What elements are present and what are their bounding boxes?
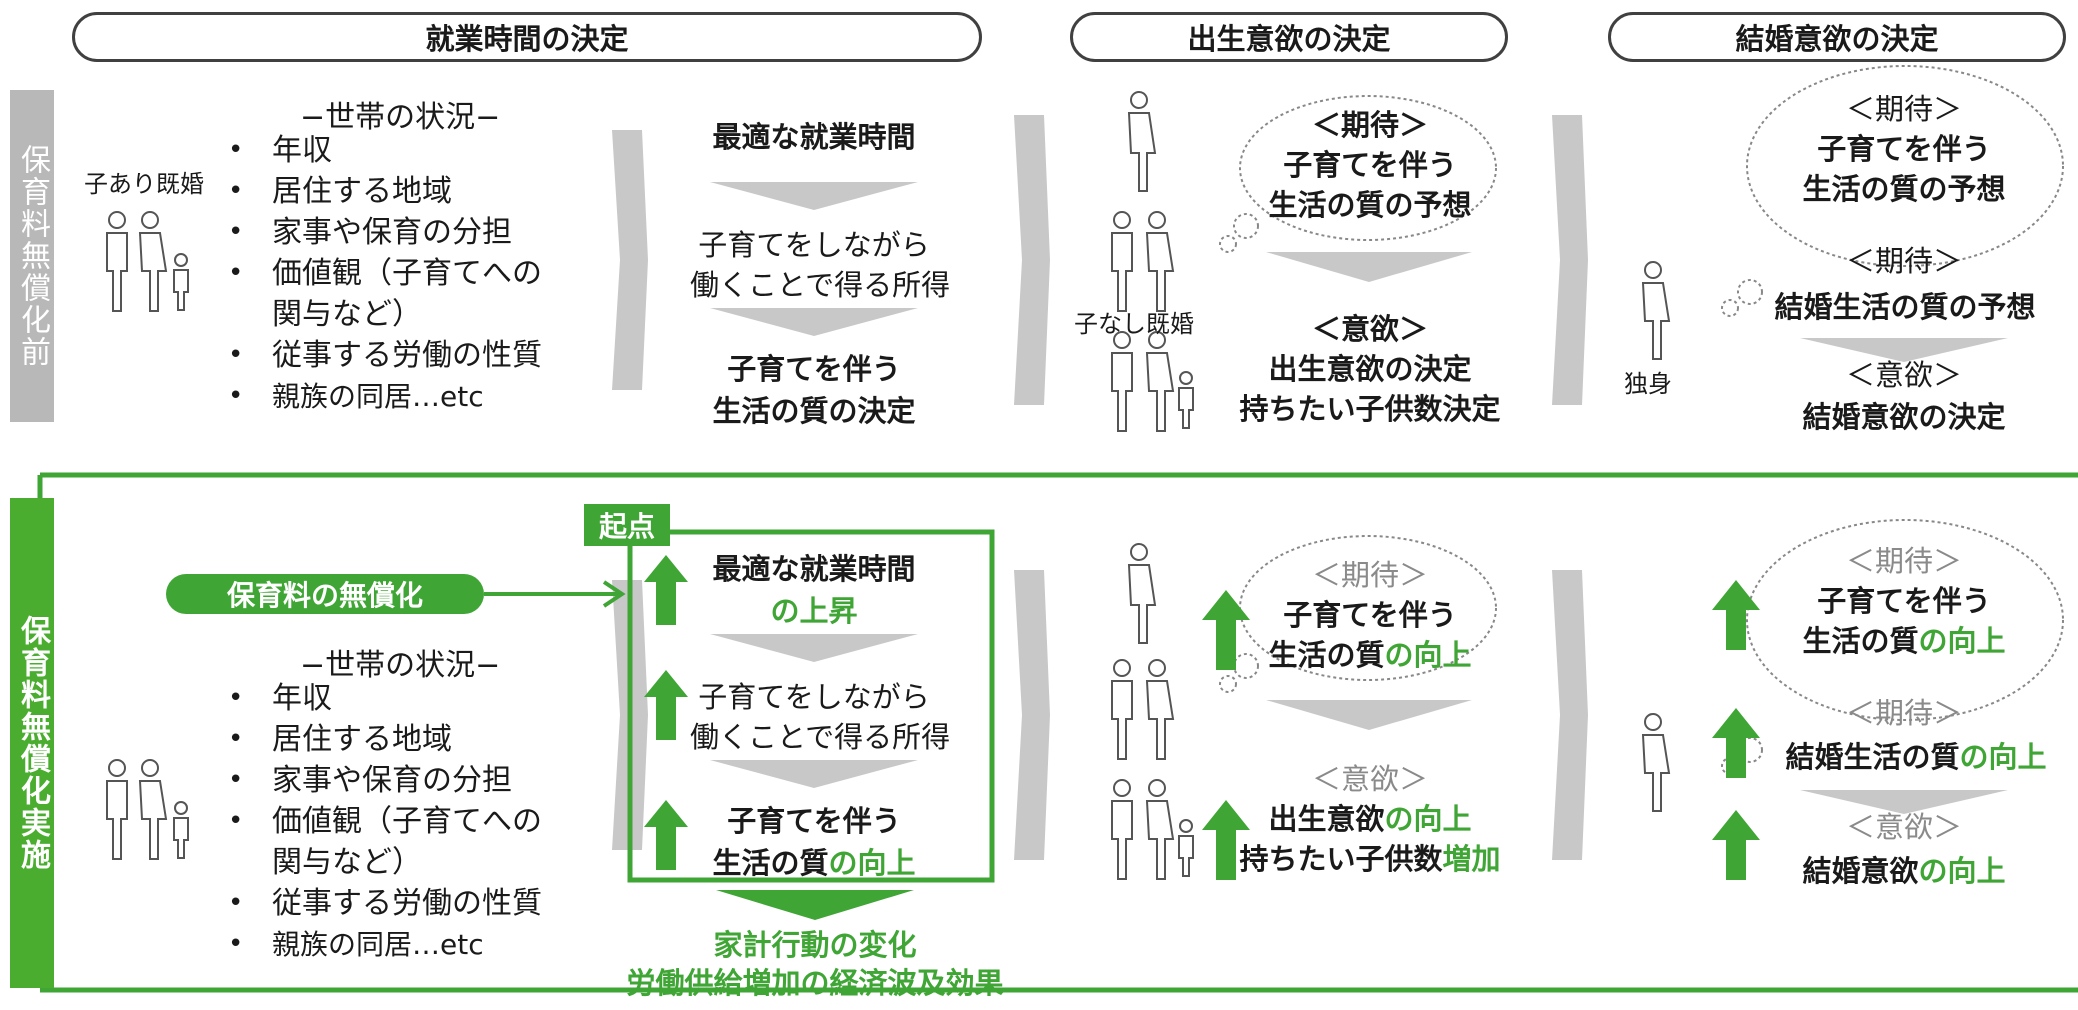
m-expect-label1: ＜期待＞ <box>1845 544 1962 578</box>
income-line2: 働くことで得る所得 <box>690 268 951 302</box>
desire-line2: 持ちたい子供数決定 <box>1239 392 1501 426</box>
desire-line1: 出生意欲の決定 <box>1268 352 1472 386</box>
flow-chevron <box>1014 570 1050 860</box>
situation-list: 年収 居住する地域 家事や保育の分担 価値観（子育てへの 関与など） 従事する労… <box>222 678 542 965</box>
effect-line2: 労働供給増加の経済波及効果 <box>626 966 1004 1000</box>
quality-line1: 子育てを伴う <box>727 352 901 386</box>
situation-item: 価値観（子育てへの <box>222 253 542 294</box>
down-triangle <box>1266 700 1472 730</box>
down-triangle <box>1800 790 2008 814</box>
m-expect2-line1: 結婚生活の質の予想 <box>1774 290 2036 324</box>
header-work-hours: 就業時間の決定 <box>72 12 982 62</box>
optimal-hours: 最適な就業時間 <box>712 120 916 154</box>
family-icon <box>106 211 189 860</box>
up-arrow-icon <box>644 555 1760 880</box>
row-label-after: 保育料無償化実施 <box>10 498 54 988</box>
effect-triangle <box>716 890 914 920</box>
situation-item: 居住する地域 <box>222 171 542 212</box>
desire-label: ＜意欲＞ <box>1311 762 1428 796</box>
m-expect1-line1: 子育てを伴う <box>1817 132 1991 166</box>
situation-item: 関与など） <box>272 297 422 332</box>
start-box <box>627 529 995 883</box>
situation-item: 親族の同居…etc <box>222 924 542 965</box>
expect-label: ＜期待＞ <box>1311 108 1428 142</box>
situation-item: 親族の同居…etc <box>222 376 542 417</box>
flow-chevron <box>1014 115 1050 405</box>
desire-label: ＜意欲＞ <box>1311 312 1428 346</box>
desire-line2: 持ちたい子供数増加 <box>1239 842 1501 876</box>
situation-item: 年収 <box>222 130 542 171</box>
desire-line1: 出生意欲の向上 <box>1268 802 1472 836</box>
start-badge: 起点 <box>584 504 670 546</box>
expect-line2: 生活の質の予想 <box>1268 188 1472 222</box>
situation-item: 居住する地域 <box>222 719 542 760</box>
situation-item: 価値観（子育てへの <box>222 801 542 842</box>
row-label-before: 保育料無償化前 <box>10 90 54 422</box>
situation-list: 年収 居住する地域 家事や保育の分担 価値観（子育てへの 関与など） 従事する労… <box>222 130 542 417</box>
married-with-children-label: 子あり既婚 <box>84 170 204 198</box>
thought-cloud <box>1219 95 1497 253</box>
situation-item: 家事や保育の分担 <box>222 760 542 801</box>
down-triangle <box>710 760 918 788</box>
header-marriage-desire: 結婚意欲の決定 <box>1608 12 2066 62</box>
expect-label: ＜期待＞ <box>1311 558 1428 592</box>
m-expect1-line2: 生活の質の向上 <box>1802 624 2006 658</box>
effect-line1: 家計行動の変化 <box>713 928 917 962</box>
m-desire-label: ＜意欲＞ <box>1845 358 1962 392</box>
down-triangle <box>1800 338 2008 362</box>
income-line1: 子育てをしながら <box>698 680 930 714</box>
situation-item: 従事する労働の性質 <box>222 335 542 376</box>
flow-chevron <box>1552 570 1588 860</box>
situation-item: 従事する労働の性質 <box>222 883 542 924</box>
expect-line1: 子育てを伴う <box>1283 598 1457 632</box>
quality-line1: 子育てを伴う <box>727 804 901 838</box>
single-label: 独身 <box>1624 370 1672 398</box>
m-expect-label2: ＜期待＞ <box>1845 244 1962 278</box>
person-icon <box>1111 91 1671 880</box>
flow-chevron <box>1552 115 1588 405</box>
expect-line2: 生活の質の向上 <box>1268 638 1472 672</box>
situation-item: 家事や保育の分担 <box>222 212 542 253</box>
m-desire-label: ＜意欲＞ <box>1845 810 1962 844</box>
m-expect-label2: ＜期待＞ <box>1845 696 1962 730</box>
income-line1: 子育てをしながら <box>698 228 930 262</box>
situation-item: 年収 <box>222 678 542 719</box>
quality-line2: 生活の質の向上 <box>712 846 916 880</box>
down-triangle <box>710 308 918 336</box>
m-expect2-line1: 結婚生活の質の向上 <box>1785 740 2047 774</box>
down-triangle <box>710 634 918 662</box>
expect-line1: 子育てを伴う <box>1283 148 1457 182</box>
m-desire-line1: 結婚意欲の決定 <box>1802 400 2006 434</box>
married-no-children-label: 子なし既婚 <box>1074 310 1194 338</box>
m-desire-line1: 結婚意欲の向上 <box>1802 854 2006 888</box>
quality-line2: 生活の質の決定 <box>712 394 916 428</box>
optimal-hours: 最適な就業時間 <box>712 552 916 586</box>
income-line2: 働くことで得る所得 <box>690 720 951 754</box>
m-expect1-line1: 子育てを伴う <box>1817 584 1991 618</box>
thought-cloud <box>1721 65 2064 317</box>
m-expect1-line2: 生活の質の予想 <box>1802 172 2006 206</box>
optimal-hours-up: の上昇 <box>770 594 858 628</box>
policy-pill: 保育料の無償化 <box>166 574 484 614</box>
down-triangle <box>1266 252 1472 282</box>
header-birth-desire: 出生意欲の決定 <box>1070 12 1508 62</box>
flow-chevron <box>612 130 648 390</box>
down-triangle <box>710 182 918 210</box>
situation-item: 関与など） <box>272 845 422 880</box>
m-expect-label1: ＜期待＞ <box>1845 92 1962 126</box>
